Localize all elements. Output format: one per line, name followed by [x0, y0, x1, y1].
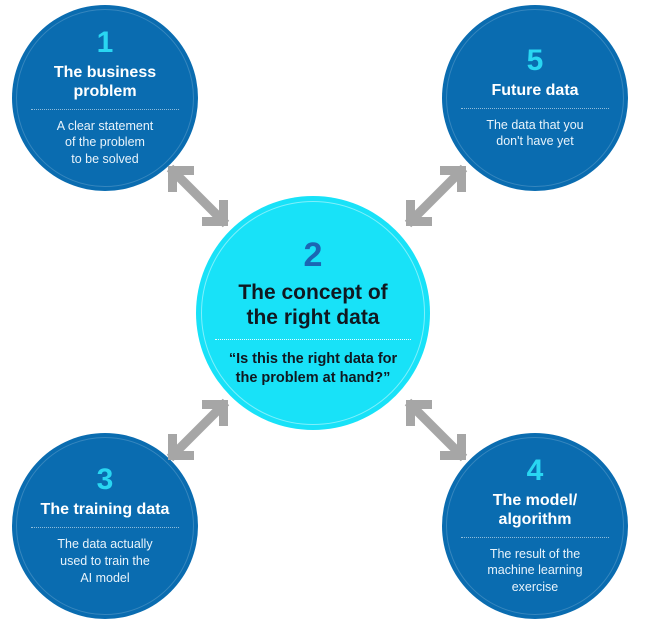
node-divider	[31, 108, 179, 111]
node-circle-future-data[interactable]: 5 Future data The data that you don't ha…	[442, 5, 628, 191]
node-title-line-1: The concept of	[238, 280, 388, 304]
node-divider	[31, 527, 179, 529]
node-title-training-data: The training data	[41, 501, 170, 520]
node-number-4: 4	[526, 453, 544, 487]
node-number-5: 5	[526, 43, 544, 77]
node-title-line-1: The business	[53, 63, 157, 81]
node-title-concept-of-right-data: The concept of the right data	[238, 280, 387, 330]
node-title-line-2: the right data	[246, 306, 380, 330]
node-divider	[461, 107, 609, 110]
node-title-line-2: problem	[73, 82, 137, 100]
node-desc-line-2: used to train the	[60, 554, 150, 568]
node-desc-line-2: of the problem	[65, 135, 145, 150]
node-desc-line-2: don't have yet	[496, 134, 574, 149]
node-description-training-data: The data actually used to train the AI m…	[57, 536, 152, 587]
node-divider	[215, 339, 411, 341]
double-arrow-bottom-right-icon	[398, 392, 474, 468]
node-description-business-problem: A clear statement of the problem to be s…	[57, 118, 154, 169]
node-desc-line-3: to be solved	[71, 152, 139, 167]
node-description-model-algorithm: The result of the machine learning exerc…	[487, 546, 582, 597]
node-desc-line-3: exercise	[511, 580, 559, 595]
double-arrow-top-right-icon	[398, 158, 474, 234]
node-title-business-problem: The business problem	[54, 64, 156, 102]
node-circle-concept-of-right-data[interactable]: 2 The concept of the right data “Is this…	[196, 196, 430, 430]
node-desc-line-1: A clear statement	[56, 118, 154, 133]
node-number-3: 3	[96, 463, 114, 497]
node-title-line-2: algorithm	[498, 510, 572, 528]
node-divider	[461, 536, 609, 539]
node-title-line-1: Future data	[491, 81, 579, 99]
node-desc-line-2: the problem at hand?”	[235, 370, 391, 387]
node-circle-business-problem[interactable]: 1 The business problem A clear statement…	[12, 5, 198, 191]
node-title-line-1: The training data	[40, 501, 170, 519]
node-desc-line-2: machine learning	[487, 563, 583, 578]
node-circle-training-data[interactable]: 3 The training data The data actually us…	[12, 433, 198, 619]
node-description-concept-of-right-data: “Is this the right data for the problem …	[229, 350, 397, 388]
double-arrow-bottom-left-icon	[160, 392, 236, 468]
node-desc-line-1: The result of the	[489, 546, 581, 561]
node-circle-model-algorithm[interactable]: 4 The model/ algorithm The result of the…	[442, 433, 628, 619]
node-title-model-algorithm: The model/ algorithm	[493, 492, 577, 530]
node-number-1: 1	[96, 25, 114, 59]
node-title-line-1: The model/	[492, 491, 578, 509]
node-desc-line-1: “Is this the right data for	[228, 351, 398, 368]
node-title-future-data: Future data	[491, 82, 578, 101]
node-description-future-data: The data that you don't have yet	[486, 117, 583, 151]
node-desc-line-3: AI model	[80, 570, 130, 585]
node-number-2: 2	[303, 235, 323, 274]
double-arrow-top-left-icon	[160, 158, 236, 234]
node-desc-line-1: The data actually	[57, 537, 153, 552]
node-desc-line-1: The data that you	[486, 117, 584, 132]
